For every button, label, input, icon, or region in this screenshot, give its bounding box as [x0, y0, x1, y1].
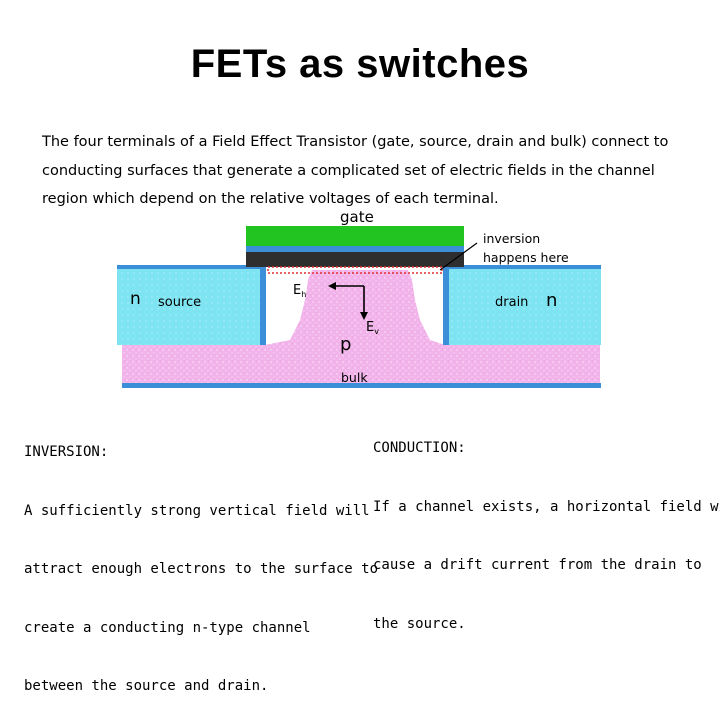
fet-cross-section-diagram: gate inversion happens here n source dra…	[117, 208, 601, 388]
eh-arrowhead	[328, 282, 336, 290]
p-region	[122, 270, 600, 384]
eh-label: Eh	[293, 283, 306, 299]
n-drain-label: n	[546, 290, 557, 311]
inversion-line: attract enough electrons to the surface …	[24, 561, 379, 577]
inversion-line: A sufficiently strong vertical field wil…	[24, 502, 370, 519]
inversion-label-line1: inversion	[483, 231, 540, 246]
drain-contact	[443, 268, 449, 345]
n-drain-region	[443, 268, 601, 345]
gate-electrode	[246, 226, 464, 246]
slide-title: FETs as switches	[190, 42, 530, 86]
p-label: p	[340, 334, 351, 355]
conduction-heading: CONDUCTION:	[373, 440, 466, 456]
inversion-line: between the source and drain.	[24, 678, 269, 694]
inversion-line: create a conducting n-type channel	[24, 619, 311, 636]
conduction-line: the source.	[373, 615, 466, 632]
intro-paragraph: The four terminals of a Field Effect Tra…	[42, 134, 669, 207]
inversion-label-line2: happens here	[483, 250, 569, 265]
gate-label: gate	[340, 208, 374, 226]
ev-label: Ev	[366, 320, 379, 336]
gate-oxide	[246, 246, 464, 252]
inversion-heading: INVERSION:	[24, 444, 109, 460]
n-source-label: n	[130, 289, 141, 309]
ev-arrowhead	[360, 312, 368, 320]
bulk-contact	[122, 383, 601, 388]
source-contact	[260, 268, 266, 345]
conduction-caption: CONDUCTION: If a channel exists, a horiz…	[373, 400, 720, 654]
n-source-region	[117, 268, 265, 345]
inversion-layer	[267, 266, 443, 274]
inversion-pointer	[439, 242, 478, 271]
inversion-caption: INVERSION: A sufficiently strong vertica…	[24, 404, 378, 716]
bulk-label: bulk	[341, 370, 368, 385]
drain-label: drain	[495, 295, 528, 310]
gate-metal-layer	[246, 252, 464, 267]
conduction-line: cause a drift current from the drain to	[373, 557, 702, 573]
source-label: source	[158, 295, 201, 310]
conduction-line: If a channel exists, a horizontal field …	[373, 498, 720, 515]
